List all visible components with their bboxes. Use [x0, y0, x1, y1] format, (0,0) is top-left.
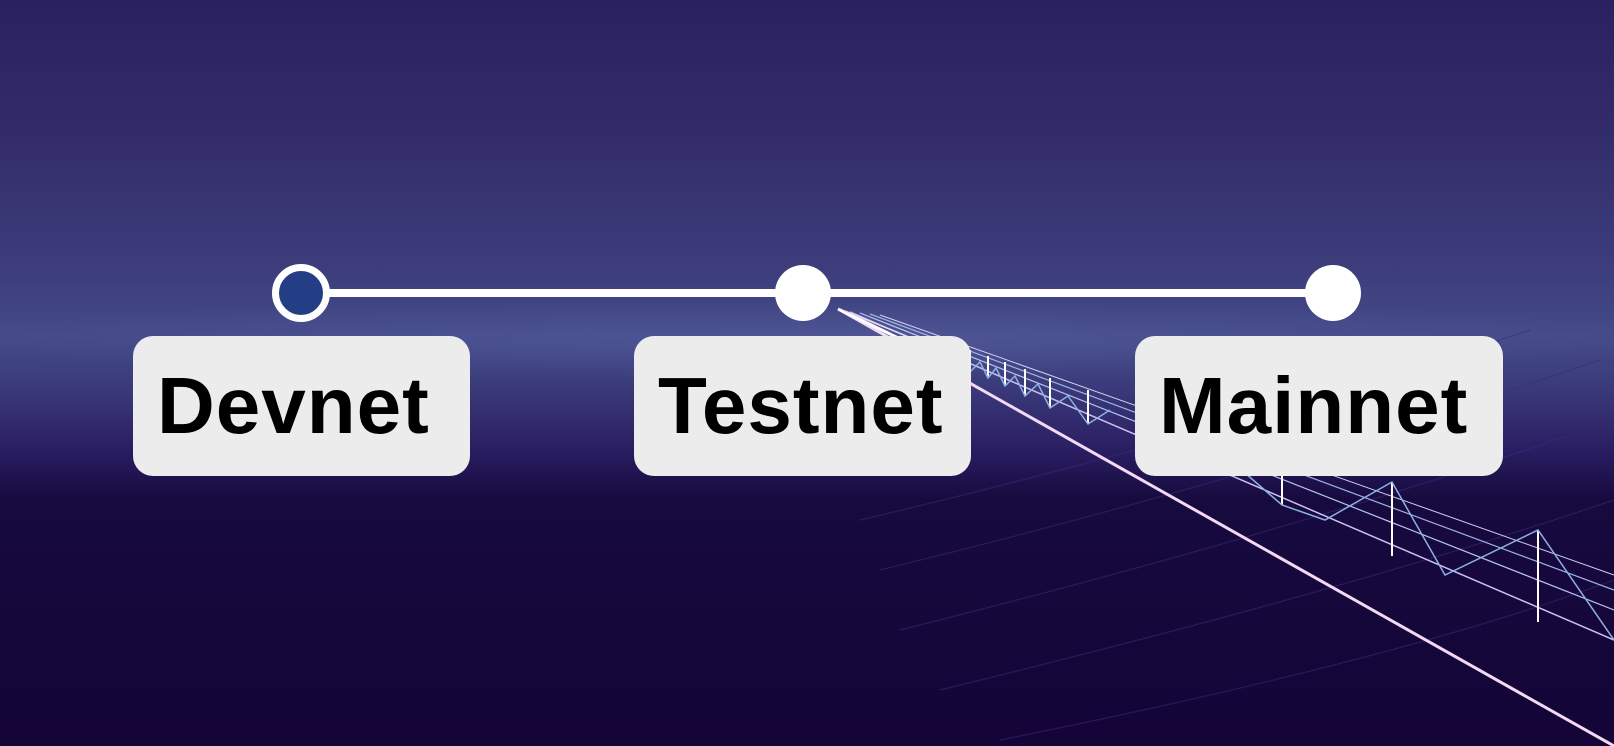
stage-label-testnet: Testnet	[658, 361, 944, 450]
stage-card-devnet: Devnet	[133, 336, 470, 476]
bridge-truss	[969, 360, 1614, 641]
timeline-node-mainnet	[1305, 265, 1361, 321]
timeline-node-testnet	[775, 265, 831, 321]
stage-label-devnet: Devnet	[157, 361, 430, 450]
timeline-node-devnet	[272, 264, 330, 322]
stage-card-testnet: Testnet	[634, 336, 971, 476]
stage-card-mainnet: Mainnet	[1135, 336, 1503, 476]
stage-label-mainnet: Mainnet	[1159, 361, 1469, 450]
